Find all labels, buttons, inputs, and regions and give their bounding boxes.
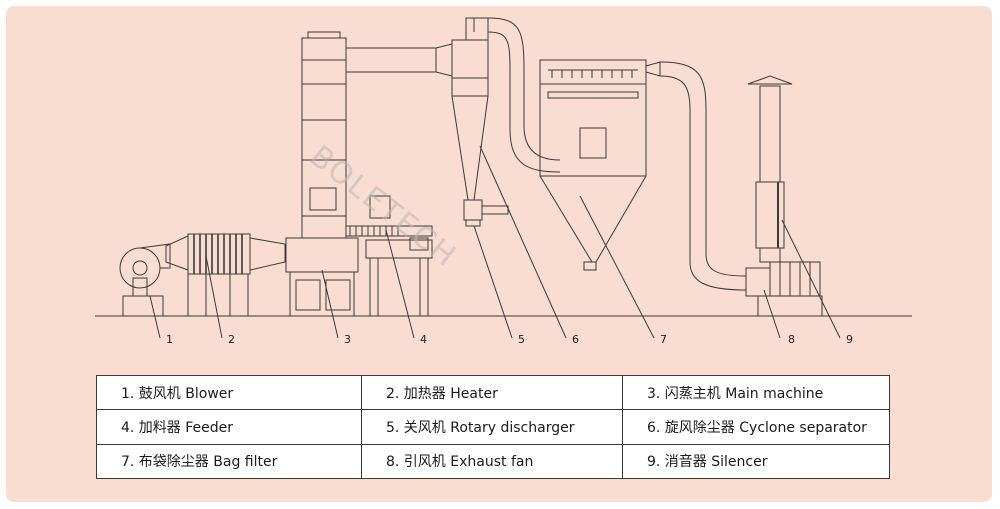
callout-5: 5 [518, 333, 525, 346]
callout-9: 9 [846, 333, 853, 346]
callout-7: 7 [660, 333, 667, 346]
callout-1: 1 [166, 333, 173, 346]
watermark: BOLETECH [303, 139, 463, 275]
callout-6: 6 [572, 333, 579, 346]
legend-cell-silencer: 9. 消音器 Silencer [622, 443, 890, 480]
callout-leaders [149, 145, 841, 339]
legend-cell-blower: 1. 鼓风机 Blower [96, 374, 362, 411]
legend-table: 1. 鼓风机 Blower 2. 加热器 Heater 3. 闪蒸主机 Main… [96, 374, 890, 480]
legend-cell-rotary-discharger: 5. 关风机 Rotary discharger [361, 409, 623, 445]
blower [119, 243, 171, 317]
legend-row: 7. 布袋除尘器 Bag filter 8. 引风机 Exhaust fan 9… [96, 443, 890, 480]
exhaust-duct [659, 61, 747, 291]
legend-cell-bag-filter: 7. 布袋除尘器 Bag filter [96, 443, 362, 480]
silencer [747, 75, 793, 263]
feeder [345, 195, 433, 316]
legend-cell-heater: 2. 加热器 Heater [361, 374, 623, 411]
legend-row: 1. 鼓风机 Blower 2. 加热器 Heater 3. 闪蒸主机 Main… [96, 374, 890, 411]
rotary-discharger [463, 199, 509, 227]
legend-cell-cyclone-separator: 6. 旋风除尘器 Cyclone separator [622, 409, 890, 445]
callout-3: 3 [344, 333, 351, 346]
callout-2: 2 [228, 333, 235, 346]
bag-filter [539, 59, 661, 271]
callout-4: 4 [420, 333, 427, 346]
legend-row: 4. 加料器 Feeder 5. 关风机 Rotary discharger 6… [96, 409, 890, 445]
cyclone-separator [451, 17, 561, 201]
exhaust-fan [745, 261, 823, 317]
legend-cell-feeder: 4. 加料器 Feeder [96, 409, 362, 445]
legend-cell-main-machine: 3. 闪蒸主机 Main machine [622, 374, 890, 411]
callout-8: 8 [788, 333, 795, 346]
legend-cell-exhaust-fan: 8. 引风机 Exhaust fan [361, 443, 623, 480]
heater [165, 233, 286, 317]
